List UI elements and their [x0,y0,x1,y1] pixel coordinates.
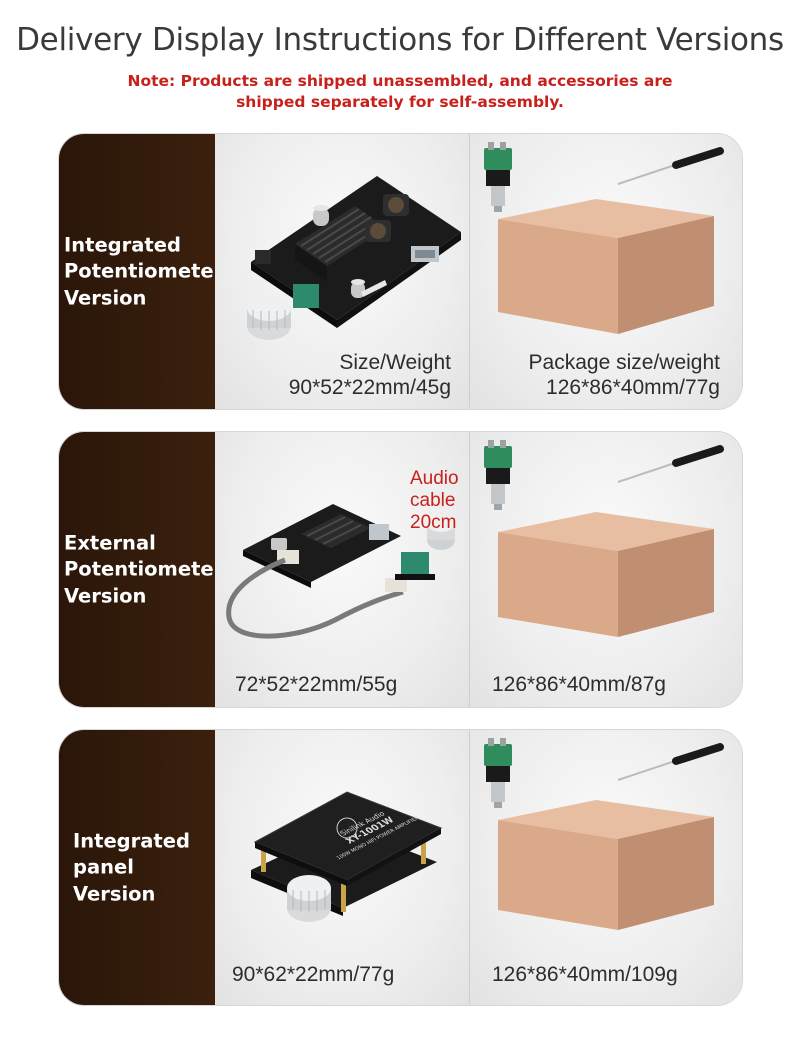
shipping-note-line-2: shipped separately for self-assembly. [236,93,564,111]
version-label-panel: Integrated panel Version [59,730,215,1005]
product-photo-panel: Size/Weight 90*52*22mm/45g [215,134,469,409]
package-photo-panel: 126*86*40mm/87g [470,432,742,707]
amplifier-board-image [247,176,461,340]
package-spec-value: 126*86*40mm/77g [546,376,720,399]
product-spec-value: 90*62*22mm/77g [232,963,395,986]
version-label-panel: External Potentiometer Version [59,432,223,707]
version-label: Integrated Potentiometer Version [64,232,224,309]
amplifier-board-with-cable-image [226,504,455,639]
version-card-external-potentiometer: External Potentiometer Version [58,431,743,708]
product-spec-caption: Size/Weight [339,351,451,374]
product-photo-panel: Sinilink Audio XY-1001W 100W MONO HIFI P… [215,730,469,1005]
package-photo-panel: Package size/weight 126*86*40mm/77g [470,134,742,409]
package-box-image [484,142,724,334]
package-spec-value: 126*86*40mm/109g [492,963,678,986]
package-size-weight: Package size/weight 126*86*40mm/77g [529,350,720,400]
package-size-weight: 126*86*40mm/87g [492,672,666,697]
version-card-integrated-panel: Integrated panel Version Sinilink Audio … [58,729,743,1006]
version-label: Integrated panel Version [73,828,190,905]
page-title: Delivery Display Instructions for Differ… [16,22,784,58]
version-card-integrated-potentiometer: Integrated Potentiometer Version [58,133,743,410]
version-label: External Potentiometer Version [64,530,224,607]
product-spec-value: 72*52*22mm/55g [235,673,398,696]
product-spec-value: 90*52*22mm/45g [288,376,451,399]
package-box-image [484,738,724,930]
product-photo-panel: Audio cable 20cm 72*52*22mm/55g [215,432,469,707]
product-size-weight: 72*52*22mm/55g [235,672,397,697]
version-label-panel: Integrated Potentiometer Version [59,134,223,409]
package-spec-value: 126*86*40mm/87g [492,673,666,696]
package-spec-caption: Package size/weight [528,351,720,374]
panel-divider [469,730,470,1005]
shipping-note-line-1: Note: Products are shipped unassembled, … [127,72,673,90]
panel-divider [469,134,470,409]
package-photo-panel: 126*86*40mm/109g [470,730,742,1005]
audio-cable-label: Audio cable 20cm [410,468,459,533]
product-size-weight: Size/Weight 90*52*22mm/45g [289,350,451,400]
package-size-weight: 126*86*40mm/109g [492,962,678,987]
product-size-weight: 90*62*22mm/77g [232,962,394,987]
panel-divider [469,432,470,707]
volume-knob-image [287,875,331,922]
package-box-image [484,440,724,637]
